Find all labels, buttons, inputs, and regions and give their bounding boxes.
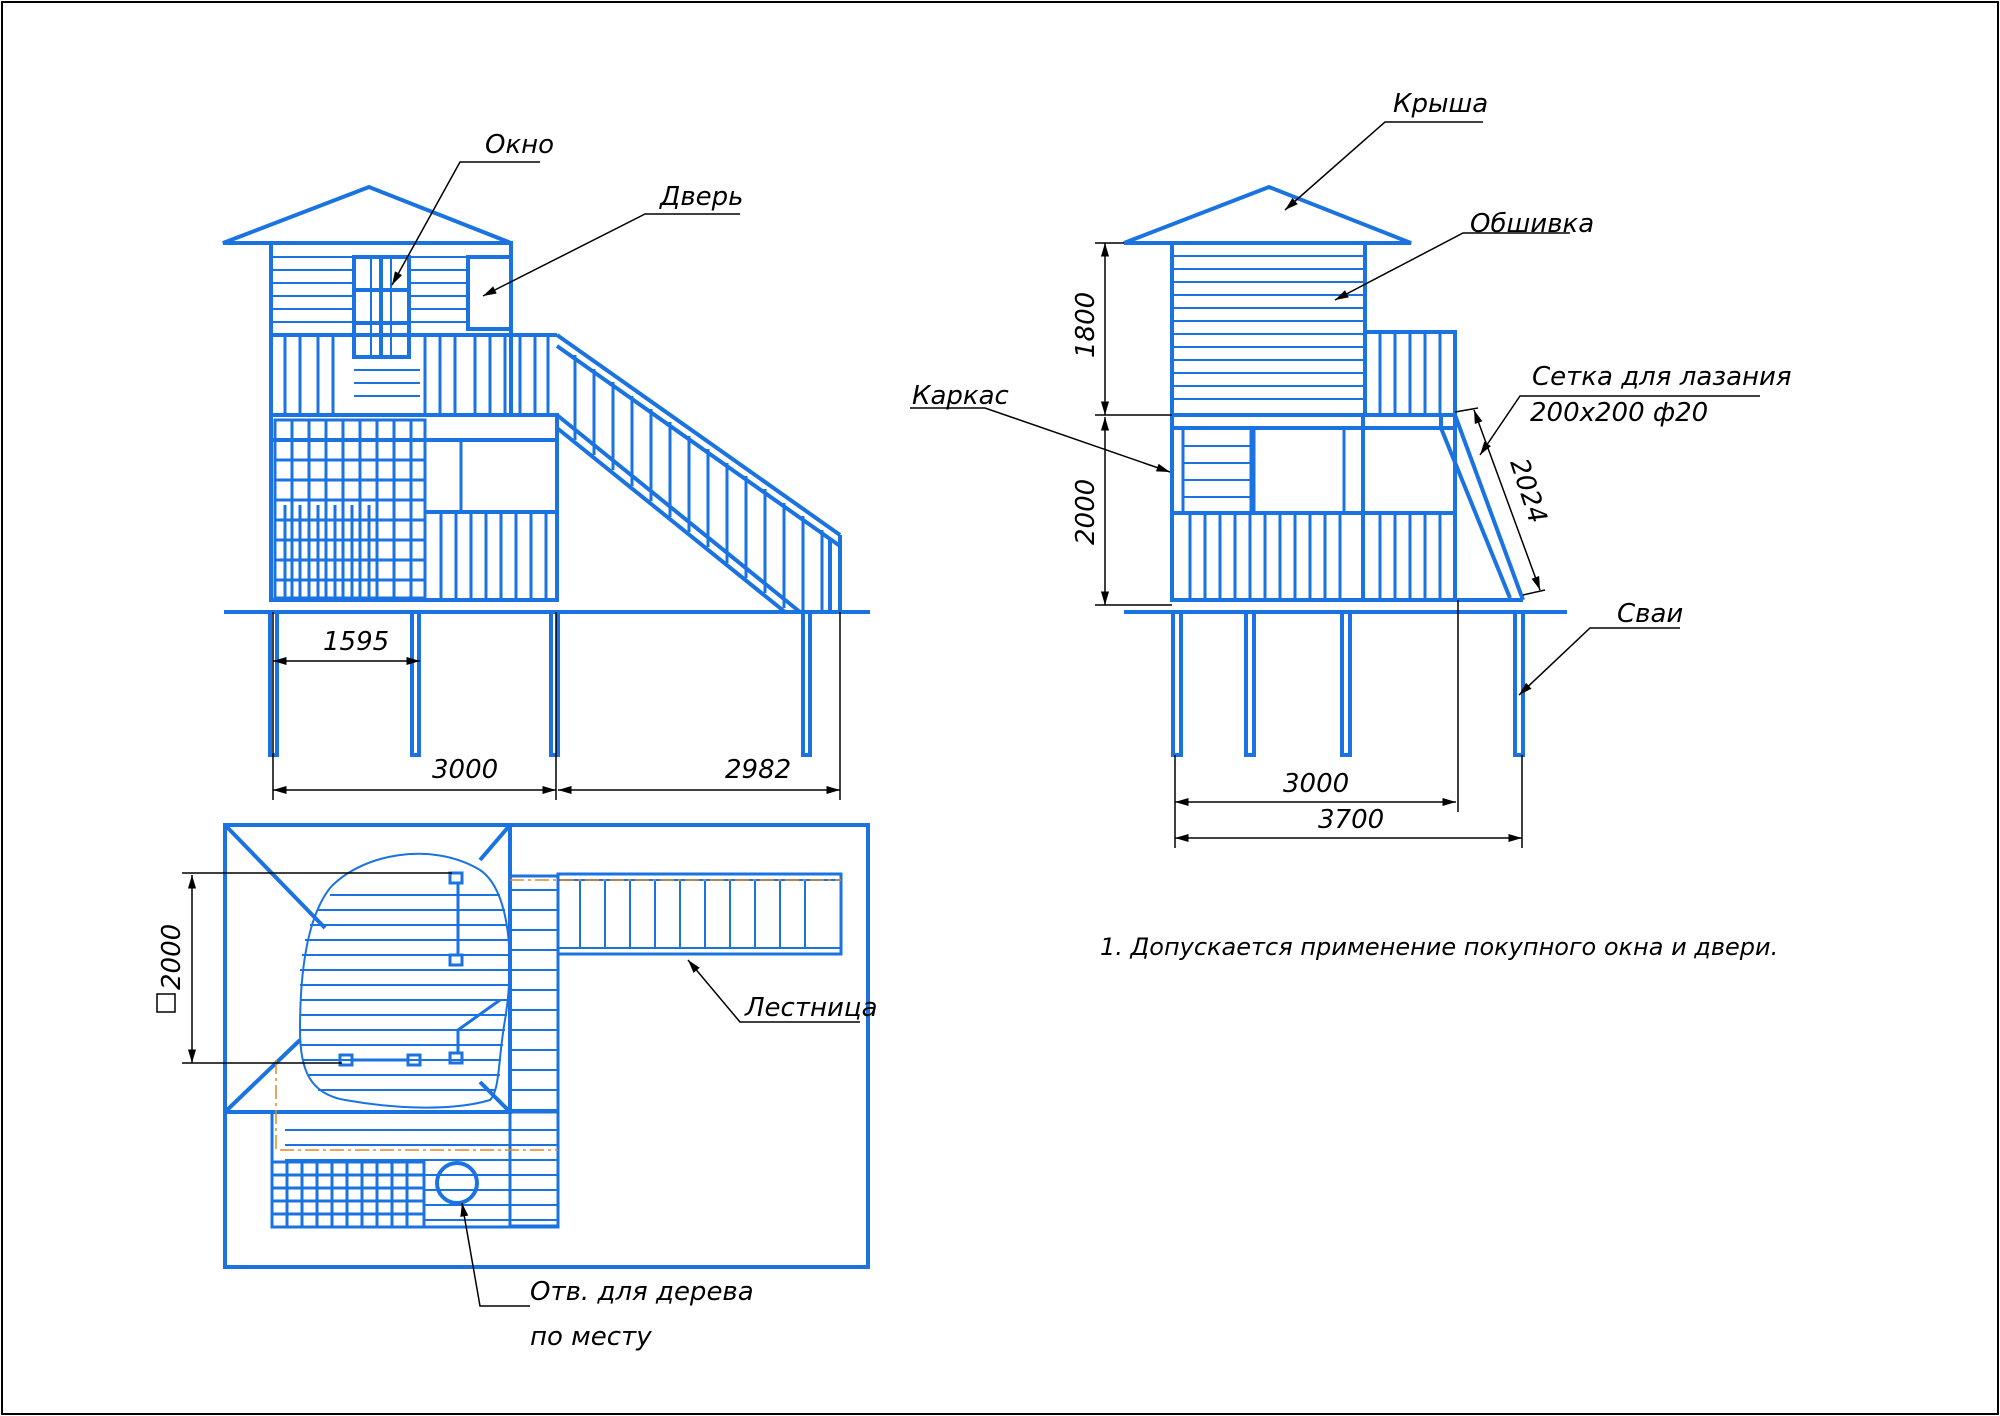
label-frame: Каркас bbox=[912, 381, 1009, 411]
plan-view bbox=[223, 823, 870, 1269]
dim-side-3000: 3000 bbox=[1283, 769, 1349, 799]
plan-dimensions bbox=[182, 872, 860, 1307]
dim-side-2024: 2024 bbox=[1503, 455, 1552, 527]
label-roof: Крыша bbox=[1393, 89, 1488, 119]
front-lower-frame bbox=[269, 413, 559, 602]
side-roof bbox=[1123, 184, 1412, 245]
front-upper-railing bbox=[271, 333, 557, 417]
front-window bbox=[352, 255, 411, 359]
front-view bbox=[222, 184, 870, 757]
front-staircase bbox=[555, 333, 842, 614]
label-net-line1: Сетка для лазания bbox=[1532, 362, 1792, 392]
side-piles bbox=[1171, 610, 1525, 757]
label-tree-hole-line2: по месту bbox=[530, 1322, 652, 1352]
dim-front-1595: 1595 bbox=[323, 627, 389, 657]
side-dimensions bbox=[910, 121, 1760, 848]
side-view bbox=[1123, 184, 1567, 757]
side-lower-frame bbox=[1170, 413, 1457, 602]
side-lower-railing bbox=[1188, 513, 1442, 600]
plan-posts bbox=[338, 871, 501, 1067]
front-lower-railing bbox=[439, 512, 548, 600]
dim-side-1800: 1800 bbox=[1071, 292, 1101, 358]
plan-section-cutout bbox=[298, 852, 511, 1109]
dim-front-2982: 2982 bbox=[725, 755, 791, 785]
front-dimensions bbox=[272, 161, 841, 800]
label-siding: Обшивка bbox=[1470, 209, 1594, 239]
plan-square-symbol-icon bbox=[156, 993, 176, 1013]
front-door bbox=[466, 255, 513, 331]
dim-side-3700: 3700 bbox=[1318, 805, 1384, 835]
side-cabin-siding bbox=[1172, 255, 1365, 400]
plan-staircase bbox=[556, 872, 843, 956]
plan-tree-hole bbox=[435, 1161, 479, 1205]
label-staircase: Лестница bbox=[744, 993, 878, 1023]
label-net-line2: 200х200 ф20 bbox=[1530, 398, 1708, 428]
label-tree-hole-line1: Отв. для дерева bbox=[530, 1277, 754, 1307]
note-1: 1. Допускается применение покупного окна… bbox=[1100, 933, 1778, 961]
label-piles: Сваи bbox=[1617, 599, 1683, 629]
plan-centerlines bbox=[275, 879, 841, 1151]
label-door: Дверь bbox=[659, 182, 743, 212]
front-cabin-siding bbox=[271, 256, 468, 397]
side-upper-railing bbox=[1363, 330, 1457, 417]
dim-plan-2000: 2000 bbox=[157, 924, 187, 990]
plan-decking bbox=[300, 894, 510, 1091]
label-window: Окно bbox=[485, 130, 554, 160]
front-roof bbox=[222, 184, 512, 245]
dim-front-3000: 3000 bbox=[432, 755, 498, 785]
dim-side-2000: 2000 bbox=[1071, 479, 1101, 545]
front-climbing-net bbox=[273, 418, 427, 600]
plan-climbing-net bbox=[270, 1160, 426, 1229]
